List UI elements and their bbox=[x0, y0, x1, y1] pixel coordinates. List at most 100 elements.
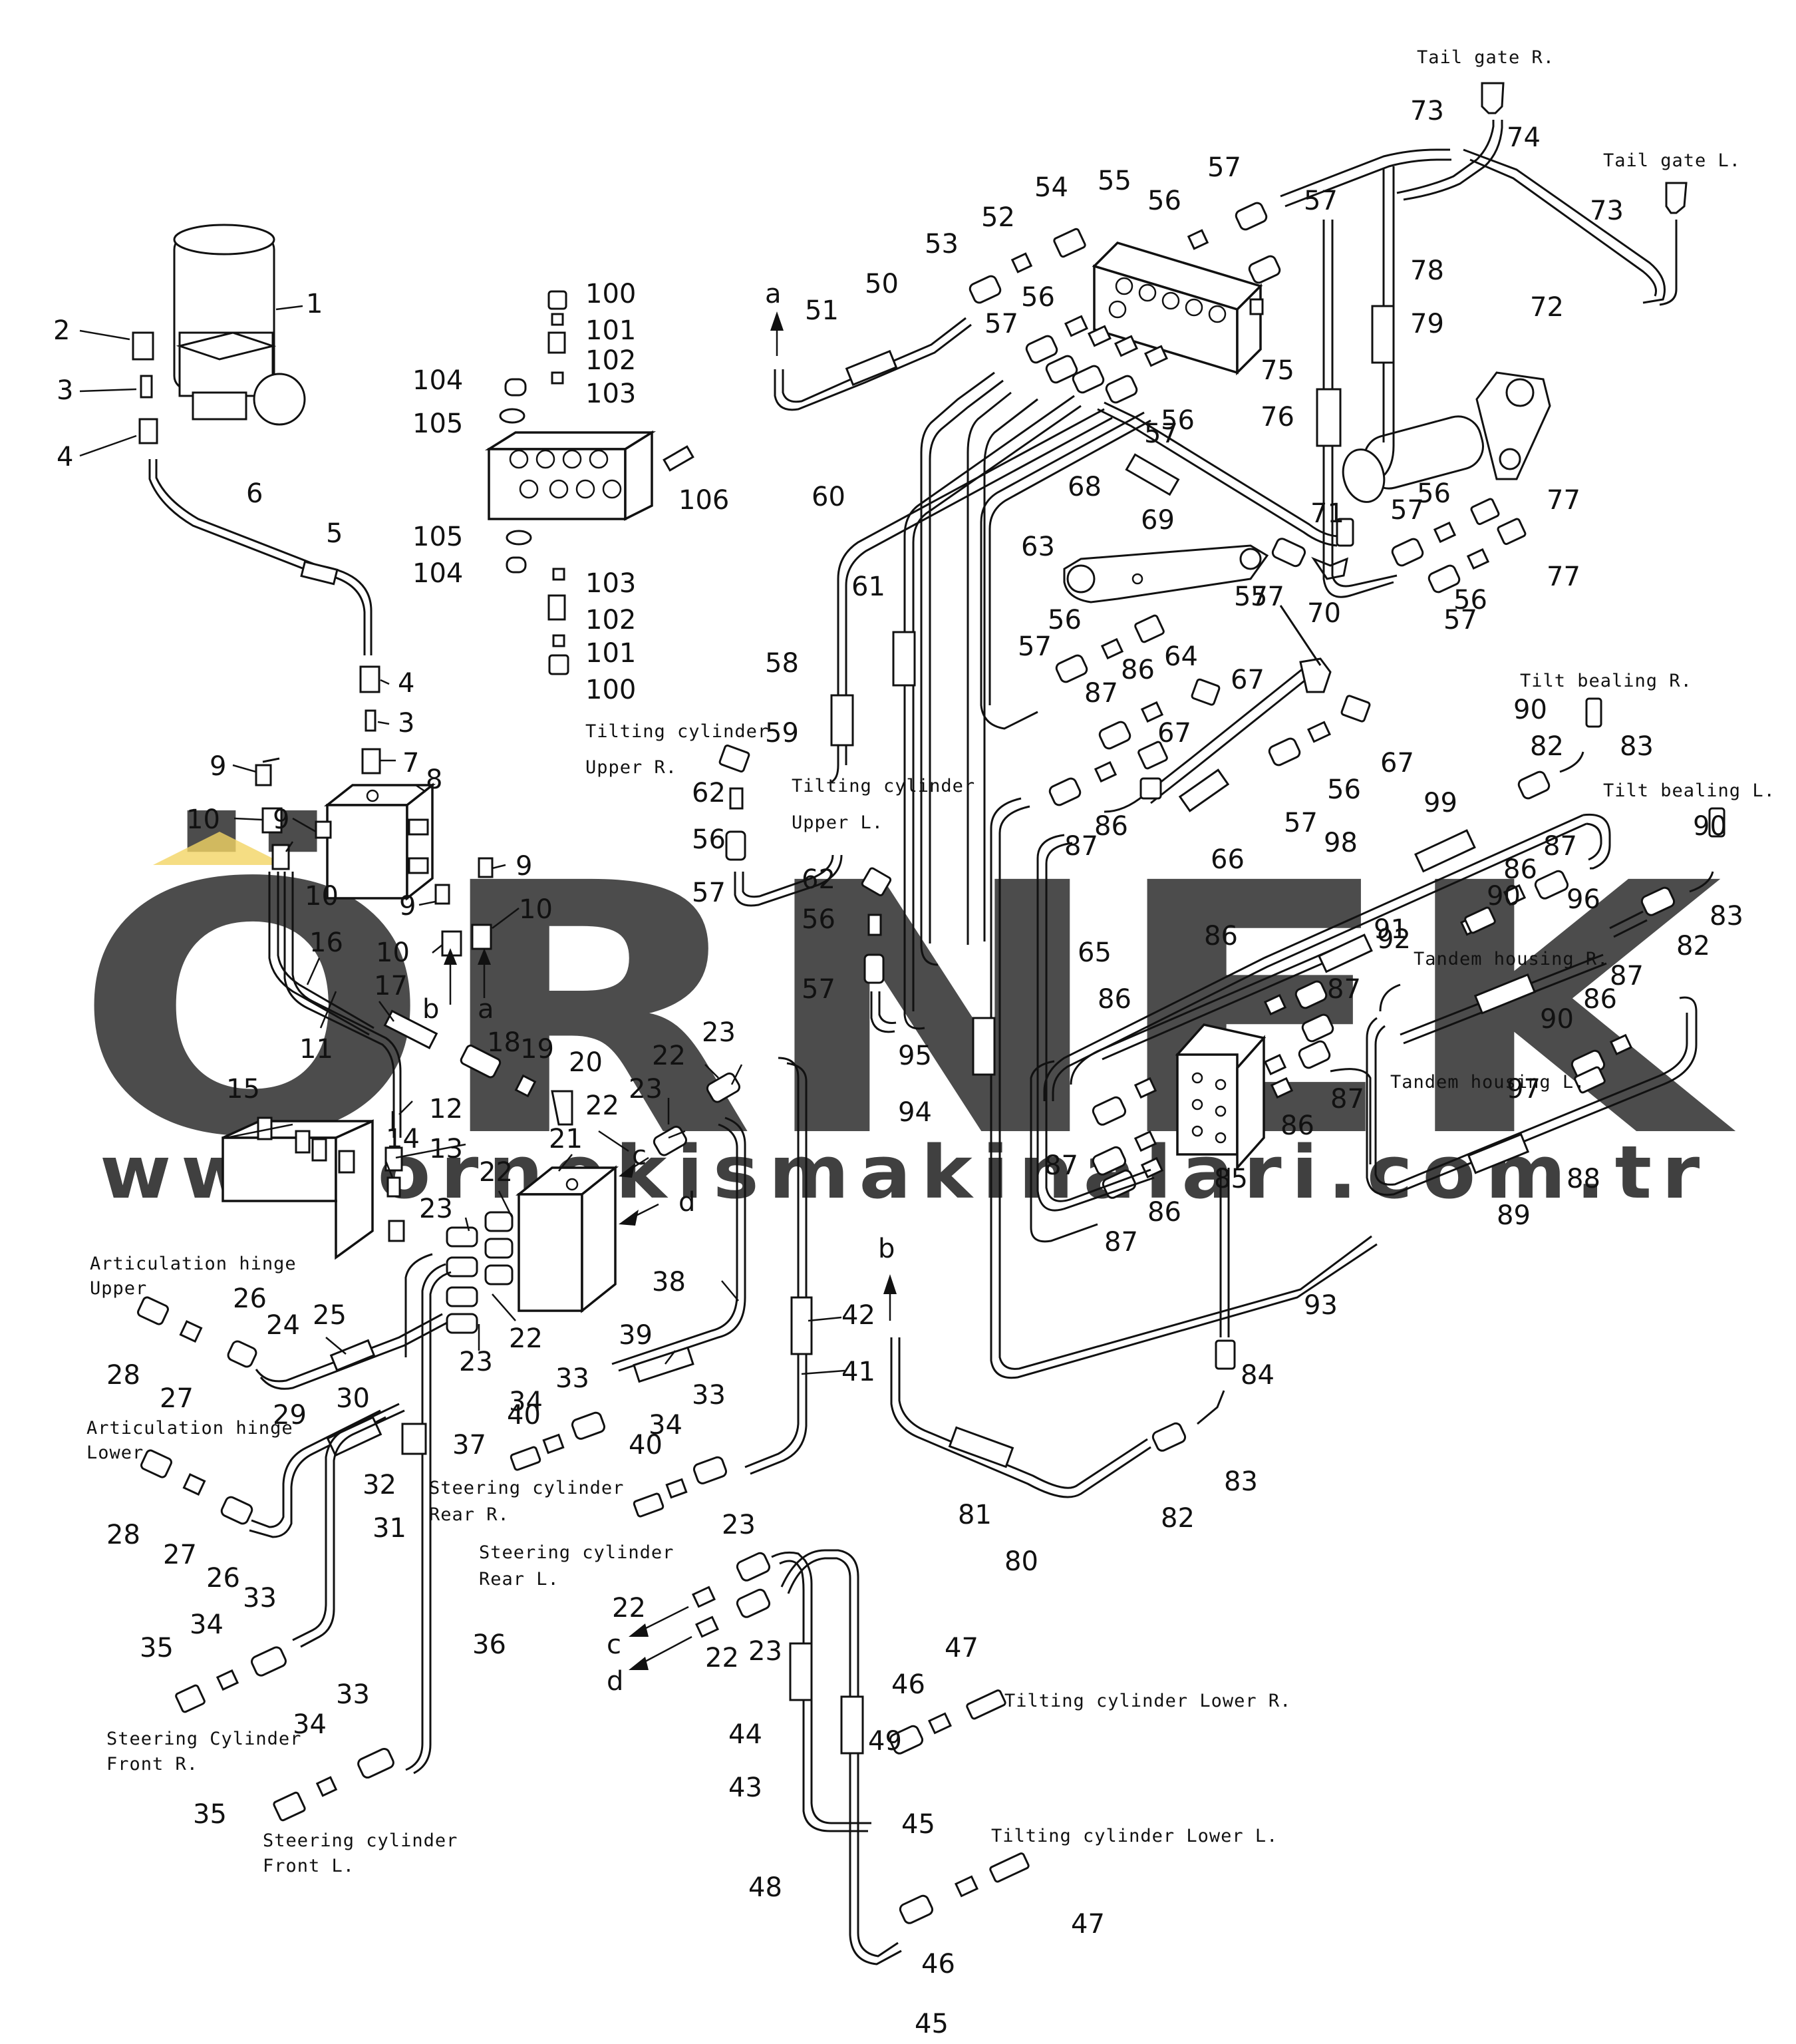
caption-art-hinge-lower-1: Articulation hinge bbox=[86, 1418, 293, 1439]
caption-steer-rear-l-2: Rear L. bbox=[479, 1569, 559, 1590]
callout-105: 105 bbox=[412, 409, 463, 439]
part-numbers: 1 2 3 4 5 6 4 3 7 8 9 10 9 10 9 9 10 10 … bbox=[53, 96, 1743, 2039]
callout-27: 27 bbox=[160, 1383, 194, 1414]
steering-rear-fittings bbox=[510, 1411, 727, 1518]
block-55-front-fittings bbox=[1025, 315, 1169, 404]
callout-87: 87 bbox=[1543, 831, 1577, 862]
location-captions: Tail gate R. Tail gate L. Tilt bealing R… bbox=[86, 47, 1775, 1876]
divider-block-21 bbox=[446, 1165, 619, 1334]
callout-90: 90 bbox=[1513, 695, 1547, 725]
callout-62: 62 bbox=[692, 778, 726, 808]
callout-82: 82 bbox=[1676, 931, 1710, 961]
callout-76: 76 bbox=[1261, 402, 1294, 432]
callout-45: 45 bbox=[901, 1809, 935, 1840]
callout-49: 49 bbox=[868, 1726, 902, 1757]
callout-19: 19 bbox=[520, 1034, 554, 1065]
callout-3: 3 bbox=[57, 375, 73, 406]
callout-a: a bbox=[765, 279, 782, 309]
callout-54: 54 bbox=[1034, 172, 1068, 203]
callout-32: 32 bbox=[363, 1470, 396, 1500]
steering-front-l-fittings bbox=[273, 1747, 394, 1822]
callout-28: 28 bbox=[106, 1520, 140, 1550]
caption-steer-front-l-2: Front L. bbox=[263, 1856, 355, 1876]
callout-59: 59 bbox=[765, 718, 799, 749]
steering-front-r-fittings bbox=[175, 1646, 287, 1713]
callout-87: 87 bbox=[1610, 961, 1644, 991]
callout-22: 22 bbox=[612, 1593, 646, 1623]
callout-35: 35 bbox=[193, 1799, 227, 1830]
callout-22: 22 bbox=[705, 1643, 739, 1673]
callout-69: 69 bbox=[1141, 505, 1175, 536]
callout-23: 23 bbox=[419, 1194, 453, 1224]
callout-90: 90 bbox=[1693, 811, 1727, 842]
callout-97: 97 bbox=[1507, 1074, 1541, 1105]
callout-77: 77 bbox=[1547, 562, 1580, 592]
callout-95: 95 bbox=[898, 1041, 932, 1071]
grease-pump bbox=[173, 224, 306, 426]
callout-85: 85 bbox=[1214, 1164, 1248, 1194]
callout-58: 58 bbox=[765, 648, 799, 679]
caption-tilting-cyl-upper-r-2: Upper R. bbox=[585, 757, 677, 778]
callout-98: 98 bbox=[1324, 828, 1358, 858]
callout-73: 73 bbox=[1590, 196, 1624, 226]
callout-c: c bbox=[632, 1140, 647, 1171]
caption-art-hinge-lower-2: Lower bbox=[86, 1443, 144, 1463]
callout-87: 87 bbox=[1330, 1084, 1364, 1114]
callout-23: 23 bbox=[722, 1510, 756, 1540]
caption-tilt-lower-r: Tilting cylinder Lower R. bbox=[1004, 1691, 1291, 1711]
callout-105: 105 bbox=[412, 522, 463, 552]
callout-27: 27 bbox=[163, 1540, 197, 1570]
callout-24: 24 bbox=[266, 1310, 300, 1341]
callout-83: 83 bbox=[1710, 901, 1743, 932]
callout-72: 72 bbox=[1530, 292, 1564, 323]
callout-31: 31 bbox=[373, 1513, 406, 1544]
callout-83: 83 bbox=[1620, 731, 1654, 762]
callout-82: 82 bbox=[1161, 1503, 1195, 1534]
callout-57: 57 bbox=[1207, 152, 1241, 183]
caption-art-hinge-upper-1: Articulation hinge bbox=[90, 1254, 297, 1274]
callout-18: 18 bbox=[487, 1027, 521, 1058]
callout-53: 53 bbox=[925, 229, 959, 259]
callout-80: 80 bbox=[1004, 1546, 1038, 1577]
callout-30: 30 bbox=[336, 1383, 370, 1414]
caption-steer-rear-r-1: Steering cylinder bbox=[429, 1478, 624, 1498]
callout-57: 57 bbox=[802, 974, 835, 1005]
callout-1: 1 bbox=[306, 289, 323, 319]
callout-7: 7 bbox=[402, 748, 419, 778]
callout-4: 4 bbox=[57, 442, 73, 472]
callout-56: 56 bbox=[1021, 282, 1055, 313]
callout-67: 67 bbox=[1157, 718, 1191, 749]
callout-60: 60 bbox=[812, 482, 845, 512]
callout-86: 86 bbox=[1094, 811, 1128, 842]
caption-steer-rear-l-1: Steering cylinder bbox=[479, 1542, 674, 1563]
callout-17: 17 bbox=[374, 971, 408, 1001]
callout-86: 86 bbox=[1147, 1197, 1181, 1228]
callout-103: 103 bbox=[585, 379, 636, 409]
callout-94: 94 bbox=[898, 1097, 932, 1128]
callout-40: 40 bbox=[507, 1400, 541, 1431]
callout-29: 29 bbox=[273, 1400, 307, 1431]
caption-tilt-bealing-r: Tilt bealing R. bbox=[1520, 671, 1692, 691]
callout-12: 12 bbox=[429, 1094, 463, 1124]
fittings-2-3-4 bbox=[132, 331, 158, 444]
callout-102: 102 bbox=[585, 605, 636, 635]
callout-47: 47 bbox=[945, 1633, 978, 1663]
callout-labels bbox=[79, 305, 845, 1375]
callout-102: 102 bbox=[585, 345, 636, 376]
callout-43: 43 bbox=[728, 1773, 762, 1803]
callout-10: 10 bbox=[305, 881, 339, 912]
callout-35: 35 bbox=[140, 1633, 174, 1663]
caption-steer-rear-r-2: Rear R. bbox=[429, 1504, 510, 1525]
callout-92: 92 bbox=[1377, 924, 1411, 955]
callout-86: 86 bbox=[1583, 984, 1617, 1015]
callout-78: 78 bbox=[1410, 256, 1444, 286]
callout-36: 36 bbox=[472, 1629, 506, 1660]
callout-46: 46 bbox=[891, 1669, 925, 1700]
callout-44: 44 bbox=[728, 1719, 762, 1750]
callout-56: 56 bbox=[1417, 478, 1451, 509]
callout-20: 20 bbox=[569, 1047, 603, 1078]
callout-71: 71 bbox=[1310, 498, 1344, 529]
callout-56: 56 bbox=[802, 904, 835, 935]
callout-81: 81 bbox=[958, 1500, 992, 1530]
callout-15: 15 bbox=[226, 1074, 260, 1105]
